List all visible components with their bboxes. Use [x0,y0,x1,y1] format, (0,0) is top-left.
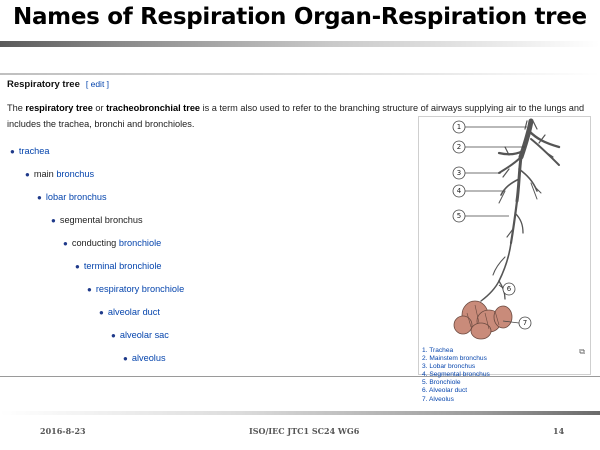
slide-title: Names of Respiration Organ-Respiration t… [13,4,587,30]
tree-item-link[interactable]: trachea [18,146,50,156]
footer-organization: ISO/IEC JTC1 SC24 WG6 [249,426,360,436]
legend-item-lobar-bronchus[interactable]: 3. Lobar bronchus [422,363,476,371]
tree-item-text: main [33,169,57,179]
tree-item-text: segmental bronchus [59,215,143,225]
legend-item-alveolus[interactable]: 7. Alveolus [422,395,454,403]
edit-link[interactable]: [ edit ] [85,79,110,89]
bullet-icon: ● [123,354,128,363]
panel-top-divider [0,73,600,75]
callout-6: 6 [507,285,512,293]
tree-item-link[interactable]: alveolar sac [119,330,169,340]
intro-text-1: The [7,103,26,113]
respiratory-tree-illustration[interactable]: 1 2 3 4 5 6 7 [419,117,590,347]
tree-item-link[interactable]: alveolar duct [107,307,160,317]
intro-term-tracheobronchial-tree: tracheobronchial tree [106,103,201,113]
tree-item: ●segmental bronchus [51,215,143,225]
tree-item: ●respiratory bronchiole [87,284,184,294]
enlarge-icon[interactable]: ⧉ [579,347,585,356]
callout-1: 1 [457,123,461,131]
tree-item: ●alveolus [123,353,166,363]
tree-item: ●terminal bronchiole [75,261,161,271]
tree-item-link[interactable]: respiratory bronchiole [95,284,185,294]
bullet-icon: ● [75,262,80,271]
tree-item: ●trachea [10,146,50,156]
tree-item-text: conducting [71,238,119,248]
bullet-icon: ● [111,331,116,340]
content-panel: Respiratory tree [ edit ] The respiratory… [0,60,600,403]
bullet-icon: ● [99,308,104,317]
legend-item-alveolar-duct[interactable]: 6. Alveolar duct [422,387,468,395]
section-heading: Respiratory tree [ edit ] [7,79,109,90]
legend-item-segmental-bronchus[interactable]: 4. Segmental bronchus [422,371,490,379]
footer-divider [0,411,600,415]
callout-3: 3 [457,169,461,177]
title-divider [0,41,600,47]
tree-item: ●conducting bronchiole [63,238,161,248]
callout-2: 2 [457,143,461,151]
tree-item: ●main bronchus [25,169,94,179]
tree-item-link[interactable]: alveolus [131,353,166,363]
tree-item-link[interactable]: bronchus [56,169,95,179]
bullet-icon: ● [10,147,15,156]
callout-5: 5 [457,212,461,220]
bullet-icon: ● [25,170,30,179]
tree-item-link[interactable]: bronchiole [118,238,162,248]
respiratory-tree-figure: 1 2 3 4 5 6 7 ⧉ 1. Trachea 2. Mainstem b… [418,116,591,403]
legend-item-trachea[interactable]: 1. Trachea [422,347,454,354]
bullet-icon: ● [63,239,68,248]
callout-4: 4 [457,187,462,195]
bullet-icon: ● [87,285,92,294]
legend-item-mainstem-bronchus[interactable]: 2. Mainstem bronchus [422,355,487,363]
tree-item-link[interactable]: terminal bronchiole [83,261,162,271]
section-heading-text: Respiratory tree [7,79,80,90]
intro-text-2: or [92,103,107,113]
tree-item: ●alveolar duct [99,307,160,317]
tree-item: ●lobar bronchus [37,192,107,202]
callout-7: 7 [523,319,527,327]
bullet-icon: ● [37,193,42,202]
bullet-icon: ● [51,216,56,225]
legend-item-bronchiole[interactable]: 5. Bronchiole [422,379,461,387]
page-number: 14 [553,426,565,436]
intro-term-respiratory-tree: respiratory tree [25,103,93,113]
figure-legend: ⧉ 1. Trachea 2. Mainstem bronchus 3. Lob… [422,347,587,404]
tree-item: ●alveolar sac [111,330,169,340]
footer-date: 2016-8-23 [40,426,86,436]
intro-text-3: is a term also used to refer to the bran… [7,103,585,129]
tree-item-link[interactable]: lobar bronchus [45,192,107,202]
intro-paragraph: The respiratory tree or tracheobronchial… [7,100,595,132]
